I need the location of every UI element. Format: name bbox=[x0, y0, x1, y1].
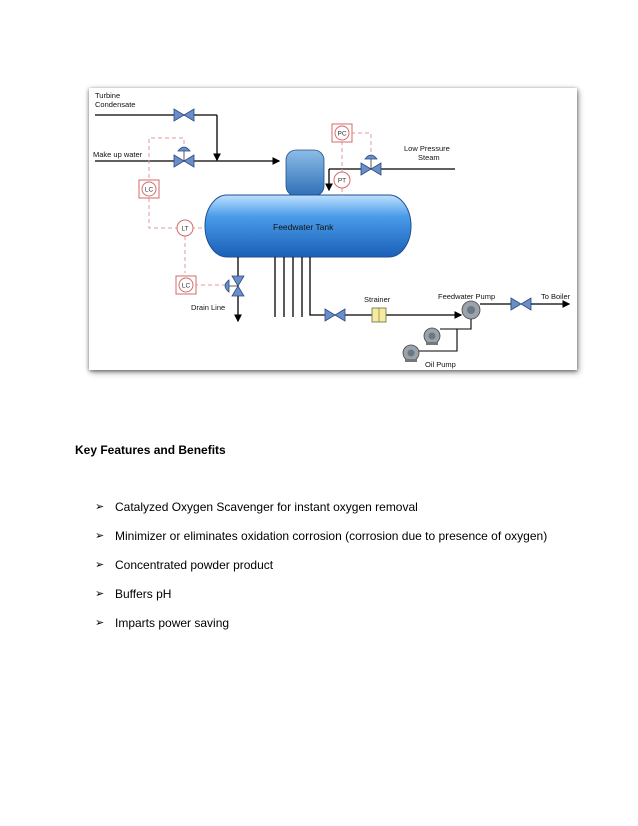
steam-control-valve bbox=[360, 154, 382, 176]
pt-label: PT bbox=[338, 178, 346, 185]
lc-top-instrument: LC bbox=[138, 179, 160, 199]
feedwater-pump-label: Feedwater Pump bbox=[438, 292, 495, 301]
turbine-label-1: Turbine bbox=[95, 91, 120, 100]
lt-instrument: LT bbox=[176, 219, 194, 237]
suction-valve bbox=[324, 308, 346, 322]
feature-text: Catalyzed Oxygen Scavenger for instant o… bbox=[115, 499, 418, 514]
pt-instrument: PT bbox=[333, 171, 351, 189]
feature-text: Minimizer or eliminates oxidation corros… bbox=[115, 528, 548, 543]
pump-suction-pipe bbox=[309, 257, 463, 319]
feature-text: Concentrated powder product bbox=[115, 557, 274, 572]
lc-bottom-instrument: LC bbox=[175, 275, 197, 295]
pc-label: PC bbox=[337, 131, 346, 138]
lc-top-label: LC bbox=[145, 187, 154, 194]
pc-instrument: PC bbox=[331, 123, 353, 143]
feedwater-schematic: Turbine Condensate Make up water bbox=[93, 91, 571, 369]
drain-control-valve bbox=[224, 275, 245, 297]
features-list: ➢ Catalyzed Oxygen Scavenger for instant… bbox=[95, 492, 547, 637]
feedwater-tank: Feedwater Tank bbox=[204, 194, 412, 258]
list-item: ➢ Buffers pH bbox=[95, 579, 547, 608]
arrow-bullet-icon: ➢ bbox=[95, 530, 105, 542]
process-diagram: Turbine Condensate Make up water bbox=[89, 88, 577, 370]
makeup-label: Make up water bbox=[93, 150, 143, 159]
lt-label: LT bbox=[181, 226, 188, 233]
makeup-control-valve bbox=[173, 146, 195, 168]
list-item: ➢ Catalyzed Oxygen Scavenger for instant… bbox=[95, 492, 547, 521]
arrow-bullet-icon: ➢ bbox=[95, 559, 105, 571]
oil-line-1 bbox=[440, 319, 472, 330]
lc-bottom-label: LC bbox=[182, 283, 191, 290]
list-item: ➢ Minimizer or eliminates oxidation corr… bbox=[95, 521, 547, 550]
feedwater-pump bbox=[461, 300, 481, 320]
strainer-symbol bbox=[371, 307, 387, 323]
section-heading: Key Features and Benefits bbox=[75, 443, 226, 457]
turbine-valve bbox=[173, 108, 195, 122]
right-signal-lines bbox=[341, 132, 372, 196]
strainer-label: Strainer bbox=[364, 295, 391, 304]
arrow-bullet-icon: ➢ bbox=[95, 588, 105, 600]
arrow-bullet-icon: ➢ bbox=[95, 501, 105, 513]
tank-outlets bbox=[274, 257, 303, 317]
feature-text: Imparts power saving bbox=[115, 615, 230, 630]
list-item: ➢ Imparts power saving bbox=[95, 608, 547, 637]
list-item: ➢ Concentrated powder product bbox=[95, 550, 547, 579]
oil-pump-label: Oil Pump bbox=[425, 360, 456, 369]
steam-label-1: Low Pressure bbox=[404, 144, 450, 153]
drain-label: Drain Line bbox=[191, 303, 225, 312]
feature-text: Buffers pH bbox=[115, 586, 172, 601]
turbine-label-2: Condensate bbox=[95, 100, 135, 109]
tank-label: Feedwater Tank bbox=[273, 222, 334, 232]
to-boiler-label: To Boiler bbox=[541, 292, 571, 301]
oil-pump-1 bbox=[423, 327, 441, 345]
oil-pump-2 bbox=[402, 344, 420, 362]
arrow-bullet-icon: ➢ bbox=[95, 617, 105, 629]
steam-label-2: Steam bbox=[418, 153, 440, 162]
discharge-valve bbox=[510, 297, 532, 311]
deaerator-dome bbox=[285, 149, 325, 197]
oil-line-2 bbox=[419, 329, 458, 352]
